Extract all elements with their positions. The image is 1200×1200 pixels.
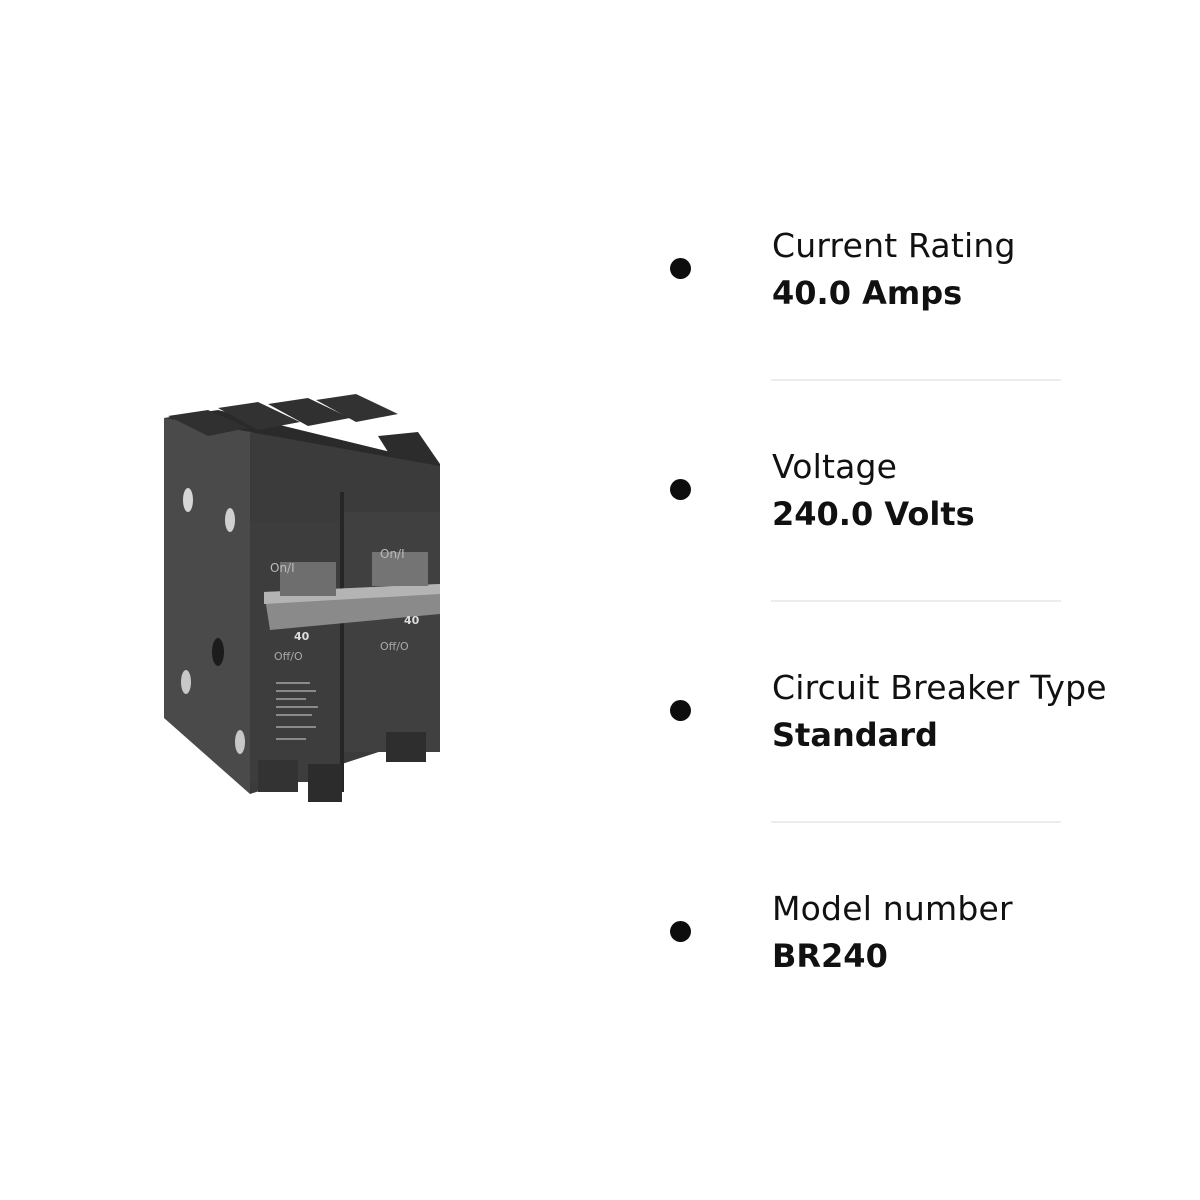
bullet-icon [670, 921, 691, 942]
svg-text:On/I: On/I [270, 561, 295, 575]
divider [771, 379, 1061, 381]
divider [771, 821, 1061, 823]
spec-value: Standard [772, 716, 938, 754]
bullet-icon [670, 700, 691, 721]
spec-label: Model number [772, 889, 1013, 928]
svg-text:40: 40 [294, 630, 310, 643]
spec-label: Current Rating [772, 226, 1016, 265]
spec-label: Voltage [772, 447, 898, 486]
svg-text:On/I: On/I [380, 547, 405, 561]
spec-value: 240.0 Volts [772, 495, 975, 533]
spec-label: Circuit Breaker Type [772, 668, 1107, 707]
svg-text:40: 40 [404, 614, 420, 627]
svg-text:Off/O: Off/O [380, 640, 409, 653]
bullet-icon [670, 479, 691, 500]
circuit-breaker-image: On/I On/I 40 40 Off/O Off/O [158, 392, 448, 802]
svg-text:Off/O: Off/O [274, 650, 303, 663]
circuit-breaker-illustration: On/I On/I 40 40 Off/O Off/O [164, 394, 440, 802]
spec-value: BR240 [772, 937, 888, 975]
bullet-icon [670, 258, 691, 279]
spec-value: 40.0 Amps [772, 274, 963, 312]
divider [771, 600, 1061, 602]
